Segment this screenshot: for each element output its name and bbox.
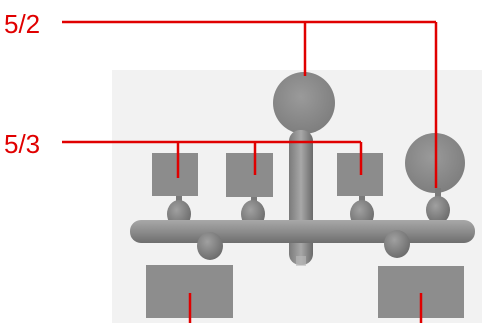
lower-callout-lines [188, 293, 423, 323]
gate-ball-5 [197, 232, 223, 260]
runner-bar [130, 220, 475, 243]
callout-5-2-lines [62, 20, 438, 188]
callout-5-3-lines [62, 140, 363, 178]
gate-ball-6 [384, 230, 410, 258]
top-disk [273, 72, 335, 134]
callout-label-5-3: 5/3 [4, 129, 40, 159]
square-part-1 [152, 153, 198, 196]
square-part-2 [226, 153, 273, 197]
gate-ball-4 [426, 196, 450, 224]
central-stem [289, 130, 313, 265]
callout-label-5-2: 5/2 [4, 9, 40, 39]
